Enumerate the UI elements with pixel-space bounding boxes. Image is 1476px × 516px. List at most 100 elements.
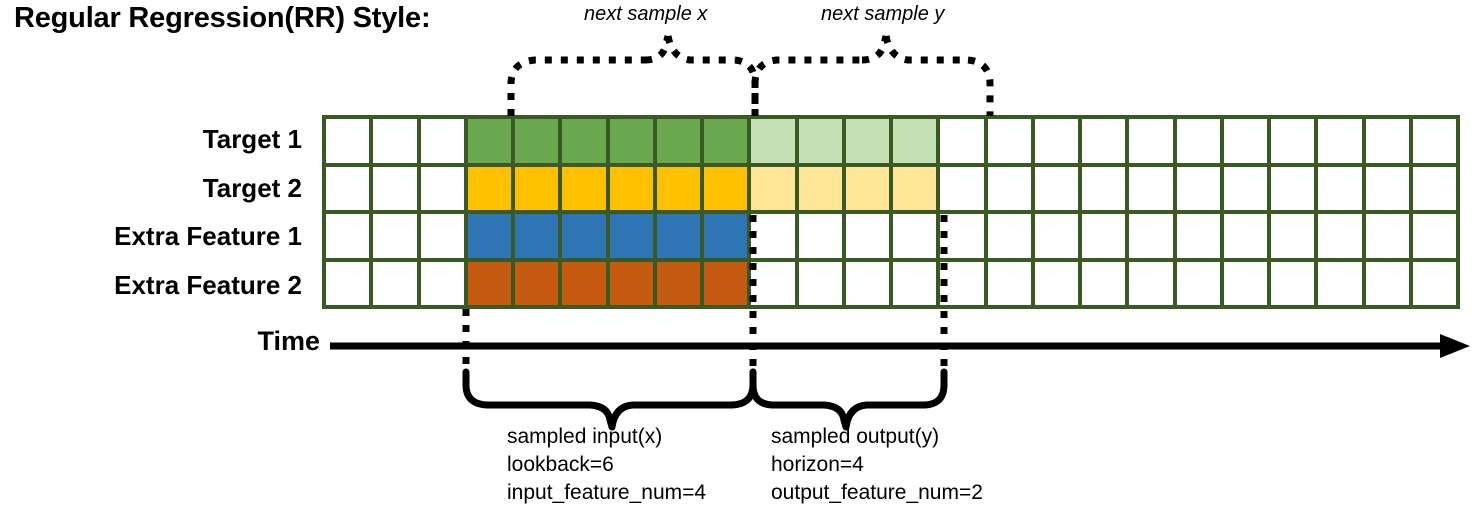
grid-cell-r1-c10 bbox=[751, 119, 795, 163]
grid-cell-r1-c19 bbox=[1176, 119, 1220, 163]
grid-cell-r2-c13 bbox=[893, 166, 937, 210]
grid-cell-r3-c2 bbox=[373, 214, 417, 258]
grid-cell-r4-c12 bbox=[845, 261, 889, 305]
grid-cell-r3-c24 bbox=[1412, 214, 1456, 258]
grid-cell-r2-c5 bbox=[515, 166, 559, 210]
next-sample-x-brace bbox=[507, 35, 759, 116]
grid-cell-r1-c1 bbox=[326, 119, 370, 163]
grid-cell-r1-c8 bbox=[656, 119, 700, 163]
grid-cell-r3-c1 bbox=[326, 214, 370, 258]
grid-cell-r1-c5 bbox=[515, 119, 559, 163]
grid-cell-r1-c15 bbox=[987, 119, 1031, 163]
grid-cell-r1-c3 bbox=[420, 119, 464, 163]
grid-cell-r1-c9 bbox=[704, 119, 748, 163]
grid-cell-r3-c16 bbox=[1034, 214, 1078, 258]
grid-cell-r3-c10 bbox=[751, 214, 795, 258]
grid-cell-r4-c20 bbox=[1223, 261, 1267, 305]
grid-cell-r2-c3 bbox=[420, 166, 464, 210]
grid-cell-r4-c5 bbox=[515, 261, 559, 305]
sampled-input-lookback: lookback=6 bbox=[507, 452, 614, 476]
grid-cell-r3-c7 bbox=[609, 214, 653, 258]
grid-cell-r1-c23 bbox=[1365, 119, 1409, 163]
grid-cell-r2-c14 bbox=[940, 166, 984, 210]
row-label-column: Target 1 Target 2 Extra Feature 1 Extra … bbox=[0, 115, 312, 309]
row-label-target-2: Target 2 bbox=[202, 172, 302, 203]
grid-cell-r2-c21 bbox=[1271, 166, 1315, 210]
grid-row-extra-feature-1 bbox=[326, 214, 1456, 258]
grid-cell-r3-c6 bbox=[562, 214, 606, 258]
grid-cell-r4-c15 bbox=[987, 261, 1031, 305]
grid-cell-r1-c4 bbox=[467, 119, 511, 163]
grid-cell-r3-c20 bbox=[1223, 214, 1267, 258]
time-axis-label: Time bbox=[257, 326, 320, 356]
grid-cell-r4-c14 bbox=[940, 261, 984, 305]
grid-cell-r2-c22 bbox=[1318, 166, 1362, 210]
sampled-output-brace bbox=[749, 368, 948, 431]
next-sample-y-label: next sample y bbox=[821, 3, 945, 25]
grid-cell-r4-c3 bbox=[420, 261, 464, 305]
grid-cell-r4-c23 bbox=[1365, 261, 1409, 305]
grid-cell-r4-c4 bbox=[467, 261, 511, 305]
grid-row-target-1 bbox=[326, 119, 1456, 163]
grid-cell-r4-c2 bbox=[373, 261, 417, 305]
sampled-output-feature-num: output_feature_num=2 bbox=[771, 480, 983, 504]
page-title: Regular Regression(RR) Style: bbox=[14, 2, 431, 34]
grid-cell-r3-c23 bbox=[1365, 214, 1409, 258]
grid-cell-r1-c13 bbox=[893, 119, 937, 163]
grid-cell-r4-c6 bbox=[562, 261, 606, 305]
grid-cell-r3-c14 bbox=[940, 214, 984, 258]
grid-cell-r1-c7 bbox=[609, 119, 653, 163]
grid-cell-r4-c7 bbox=[609, 261, 653, 305]
grid-cell-r3-c22 bbox=[1318, 214, 1362, 258]
grid-cell-r4-c8 bbox=[656, 261, 700, 305]
grid-cell-r2-c9 bbox=[704, 166, 748, 210]
grid-cell-r2-c12 bbox=[845, 166, 889, 210]
sampled-output-description: sampled output(y) horizon=4 output_featu… bbox=[771, 423, 983, 507]
sampled-output-heading: sampled output(y) bbox=[771, 425, 940, 448]
row-label-target-1: Target 1 bbox=[202, 124, 302, 155]
grid-cell-r4-c10 bbox=[751, 261, 795, 305]
grid-cell-r4-c9 bbox=[704, 261, 748, 305]
grid-cell-r1-c2 bbox=[373, 119, 417, 163]
row-label-extra-feature-1: Extra Feature 1 bbox=[114, 221, 302, 252]
timeseries-grid bbox=[322, 115, 1460, 309]
grid-cell-r2-c20 bbox=[1223, 166, 1267, 210]
grid-cell-r3-c4 bbox=[467, 214, 511, 258]
grid-cell-r2-c10 bbox=[751, 166, 795, 210]
grid-cell-r3-c13 bbox=[893, 214, 937, 258]
grid-cell-r2-c1 bbox=[326, 166, 370, 210]
grid-cell-r4-c11 bbox=[798, 261, 842, 305]
grid-cell-r3-c15 bbox=[987, 214, 1031, 258]
grid-cell-r2-c18 bbox=[1129, 166, 1173, 210]
time-axis-arrow bbox=[330, 334, 1470, 358]
grid-cell-r3-c21 bbox=[1271, 214, 1315, 258]
grid-cell-r2-c23 bbox=[1365, 166, 1409, 210]
grid-cell-r2-c6 bbox=[562, 166, 606, 210]
grid-cell-r2-c2 bbox=[373, 166, 417, 210]
grid-cell-r2-c24 bbox=[1412, 166, 1456, 210]
grid-row-extra-feature-2 bbox=[326, 261, 1456, 305]
grid-cell-r3-c19 bbox=[1176, 214, 1220, 258]
grid-cell-r3-c9 bbox=[704, 214, 748, 258]
grid-cell-r2-c4 bbox=[467, 166, 511, 210]
grid-cell-r1-c22 bbox=[1318, 119, 1362, 163]
grid-cell-r3-c3 bbox=[420, 214, 464, 258]
grid-cell-r1-c17 bbox=[1082, 119, 1126, 163]
grid-cell-r4-c16 bbox=[1034, 261, 1078, 305]
grid-cell-r2-c15 bbox=[987, 166, 1031, 210]
grid-cell-r4-c24 bbox=[1412, 261, 1456, 305]
grid-cell-r4-c19 bbox=[1176, 261, 1220, 305]
next-sample-x-label: next sample x bbox=[584, 3, 708, 25]
grid-cell-r1-c21 bbox=[1271, 119, 1315, 163]
grid-cell-r1-c6 bbox=[562, 119, 606, 163]
grid-cell-r1-c18 bbox=[1129, 119, 1173, 163]
grid-cell-r4-c13 bbox=[893, 261, 937, 305]
sampled-input-brace bbox=[462, 368, 757, 431]
next-sample-y-brace bbox=[751, 35, 994, 116]
grid-cell-r2-c16 bbox=[1034, 166, 1078, 210]
grid-cell-r2-c19 bbox=[1176, 166, 1220, 210]
grid-cell-r3-c11 bbox=[798, 214, 842, 258]
grid-cell-r4-c21 bbox=[1271, 261, 1315, 305]
grid-cell-r1-c11 bbox=[798, 119, 842, 163]
